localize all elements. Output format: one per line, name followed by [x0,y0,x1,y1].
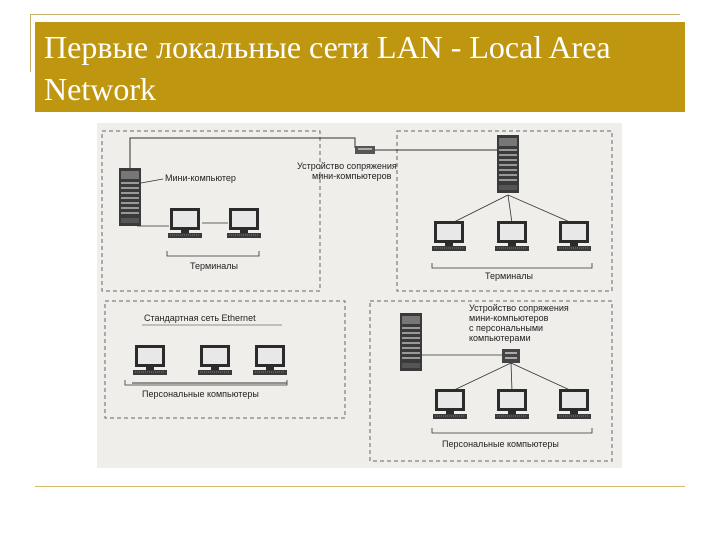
diagram-background [97,123,622,468]
terminal-pc [556,220,592,252]
minicomputer-right [497,135,519,193]
terminal-pc [494,220,530,252]
terminal-pc [167,207,203,239]
label-terminals-right: Терминалы [485,271,533,281]
network-diagram: Мини-компьютер Терминалы Устройство сопр… [101,130,613,462]
region-bottom-right [369,300,613,462]
label-adapter-pcs-2: мини-компьютеров [469,313,549,323]
personal-computer [252,344,288,376]
region-top-left [101,130,321,292]
region-borders [101,130,613,462]
adapter-minicomputers [355,146,375,154]
minicomputer-left [119,168,141,226]
personal-computer [132,344,168,376]
region-bottom-left [104,300,346,419]
minicomputer-bottom [400,313,422,371]
bottom-rule [35,486,685,487]
label-adapter-pcs-1: Устройство сопряжения [469,303,569,313]
title-band [35,22,685,112]
label-minicomputer: Мини-компьютер [165,173,236,183]
label-adapter-pcs-3: с персональными [469,323,543,333]
slide-title: Первые локальные сети LAN - Local Area N… [44,29,611,107]
personal-computer [432,388,468,420]
label-adapter-pcs-4: компьютерами [469,333,531,343]
terminal-pc [431,220,467,252]
label-pcs-left: Персональные компьютеры [142,389,259,399]
personal-computer [197,344,233,376]
label-adapter-minicomputers-2: мини-компьютеров [312,171,392,181]
label-pcs-right: Персональные компьютеры [442,439,559,449]
label-ethernet: Стандартная сеть Ethernet [144,313,256,323]
adapter-pcs [502,349,520,363]
terminal-pc [226,207,262,239]
decorative-frame-left [30,14,31,72]
personal-computer [494,388,530,420]
label-terminals-left: Терминалы [190,261,238,271]
personal-computer [556,388,592,420]
label-adapter-minicomputers-1: Устройство сопряжения [297,161,397,171]
decorative-frame-top [30,14,680,15]
region-top-right [396,130,613,292]
